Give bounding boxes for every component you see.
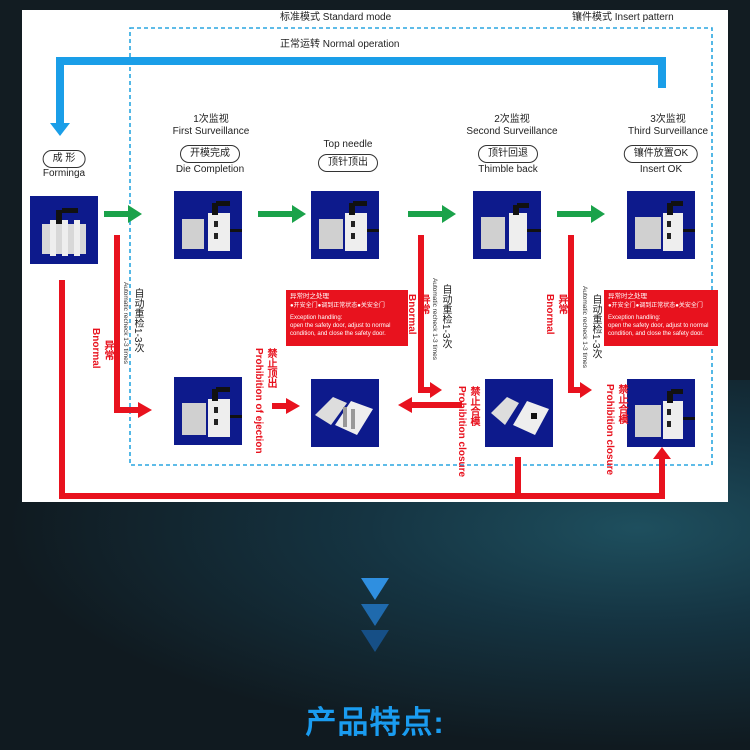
exception-title-cn: 异常时之处理 (290, 293, 329, 300)
exception-box-right: 异常时之处理 ●开安全门●调到正常状态●关安全门 Exception handl… (604, 290, 718, 346)
prohibit-close-cn-3: 禁止合模 (616, 384, 627, 424)
machine-abnormal-3 (627, 379, 695, 447)
third-surveillance-cn: 3次监视 (650, 114, 686, 125)
forming-sub: Forminga (42, 168, 86, 179)
normal-operation-label: 正常运转 Normal operation (280, 39, 400, 50)
mode-zone-border (129, 27, 713, 466)
normal-operation-arrow-head (50, 123, 70, 136)
exception-title-cn: 异常时之处理 (608, 293, 647, 300)
machine-insert-ok (627, 191, 695, 259)
machine-thimble-back (473, 191, 541, 259)
prohibit-eject-cn: 禁止顶出 (265, 348, 276, 388)
red-abnormal-arrows (59, 235, 665, 499)
diagram-connectors (50, 27, 713, 499)
abnormal-en-1: Bnormal (90, 328, 101, 369)
abnormal-en-2: Bnormal (406, 294, 417, 335)
prohibit-close-en-3: Prohibition closure (604, 384, 615, 476)
prohibit-eject-en: Prohibition of ejection (253, 348, 264, 454)
standard-mode-label: 标准模式 Standard mode (280, 12, 392, 23)
machine-prohibit-eject (311, 379, 379, 447)
machine-die-completion (174, 191, 242, 259)
prohibit-close-en-2: Prohibition closure (456, 386, 467, 478)
red-arrow-heads (138, 382, 671, 459)
abnormal-en-3: Bnormal (544, 294, 555, 335)
prohibit-close-cn-2: 禁止合模 (468, 386, 479, 426)
die-completion-sub: Die Completion (175, 164, 245, 175)
scroll-down-chevrons-icon (361, 578, 389, 652)
machine-forming (30, 196, 98, 264)
third-surveillance-en: Third Surveillance (627, 126, 709, 137)
green-forward-arrows (104, 205, 605, 223)
abnormal-cn-2: 异常 (418, 294, 429, 314)
normal-operation-arrow (56, 57, 666, 126)
exception-steps-cn: ●开安全门●调到正常状态●关安全门 (290, 303, 385, 309)
exception-box-left: 异常时之处理 ●开安全门●调到正常状态●关安全门 Exception handl… (286, 290, 408, 346)
abnormal-cn-3: 异常 (556, 294, 567, 314)
exception-body-en: open the safety door, adjust to normal c… (290, 323, 391, 337)
exception-title-en: Exception handling: (290, 315, 343, 321)
exception-body-en: open the safety door, adjust to normal c… (608, 323, 709, 337)
exception-title-en: Exception handling: (608, 315, 661, 321)
top-needle-pill: 顶针顶出 (318, 154, 378, 172)
machine-top-needle (311, 191, 379, 259)
forming-pill: 成 形 (42, 150, 86, 168)
second-surveillance-cn: 2次监视 (494, 114, 530, 125)
thimble-back-sub: Thimble back (478, 164, 538, 175)
product-features-title: 产品特点: (305, 705, 445, 740)
recheck-en-1: Automatic recheck 1-3 times (122, 282, 129, 365)
insert-ok-sub: Insert OK (639, 164, 683, 175)
recheck-en-3: Automatic recheck 1-3 times (581, 286, 588, 369)
first-surveillance-en: First Surveillance (172, 126, 250, 137)
abnormal-cn-1: 异常 (102, 340, 113, 360)
thimble-back-pill: 顶针回退 (478, 145, 538, 163)
recheck-cn-1: 自动重检1-3次 (132, 288, 143, 353)
second-surveillance-en: Second Surveillance (466, 126, 558, 137)
process-diagram: 标准模式 Standard mode 镶件模式 Insert pattern 正… (22, 10, 728, 502)
first-surveillance-cn: 1次监视 (193, 114, 229, 125)
machine-prohibit-close (485, 379, 553, 447)
die-completion-pill: 开模完成 (180, 145, 240, 163)
recheck-en-2: Automatic recheck 1-3 times (431, 278, 438, 361)
exception-steps-cn: ●开安全门●调到正常状态●关安全门 (608, 303, 703, 309)
recheck-cn-3: 自动重检1-3次 (590, 294, 601, 359)
top-needle-en: Top needle (323, 139, 373, 150)
insert-ok-pill: 镶件放置OK (623, 145, 699, 163)
recheck-cn-2: 自动重检1-3次 (440, 284, 451, 349)
insert-pattern-label: 镶件模式 Insert pattern (572, 12, 674, 23)
machine-abnormal-1 (174, 377, 242, 445)
